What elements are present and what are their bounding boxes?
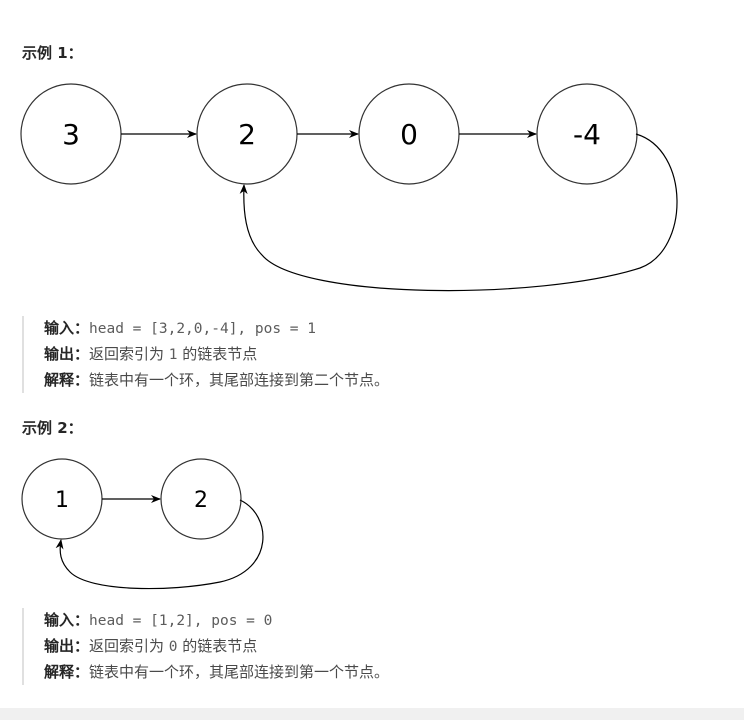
- node-value: 2: [238, 118, 256, 151]
- explain-text: 链表中有一个环，其尾部连接到第二个节点。: [89, 371, 390, 389]
- output-text-post: 的链表节点: [177, 637, 258, 655]
- output-text-pre: 返回索引为: [89, 345, 169, 363]
- node-value: 3: [62, 118, 80, 151]
- output-label: 输出：: [44, 637, 90, 655]
- list-node: 0: [358, 83, 460, 185]
- explain-label: 解释：: [44, 663, 90, 681]
- output-label: 输出：: [44, 345, 90, 363]
- output-text-pre: 返回索引为: [89, 637, 169, 655]
- input-line: 输入：head = [3,2,0,-4], pos = 1: [44, 316, 389, 342]
- node-value: 0: [400, 118, 418, 151]
- example-2-io-block: 输入：head = [1,2], pos = 0 输出：返回索引为 0 的链表节…: [22, 608, 389, 685]
- node-value: 1: [55, 488, 69, 513]
- input-line: 输入：head = [1,2], pos = 0: [44, 608, 389, 634]
- example-1-linked-list-diagram: 3 2 0 -4: [20, 83, 678, 292]
- example-1-io-block: 输入：head = [3,2,0,-4], pos = 1 输出：返回索引为 1…: [22, 316, 389, 393]
- explain-line: 解释：链表中有一个环，其尾部连接到第二个节点。: [44, 368, 389, 393]
- output-text-post: 的链表节点: [177, 345, 258, 363]
- list-node: 2: [160, 458, 242, 540]
- input-code: head = [3,2,0,-4], pos = 1: [89, 321, 316, 337]
- output-line: 输出：返回索引为 0 的链表节点: [44, 634, 389, 660]
- bottom-bar: [0, 708, 744, 720]
- example-1-title: 示例 1：: [22, 44, 83, 62]
- explain-label: 解释：: [44, 371, 90, 389]
- node-value: -4: [573, 118, 601, 151]
- input-label: 输入：: [44, 319, 90, 337]
- output-code: 1: [168, 347, 178, 363]
- output-code: 0: [168, 639, 178, 655]
- list-node: -4: [536, 83, 638, 185]
- node-value: 2: [194, 488, 208, 513]
- cycle-pointer-arrow: [55, 499, 264, 590]
- cycle-pointer-arrow: [239, 133, 678, 292]
- list-node: 3: [20, 83, 122, 185]
- input-label: 输入：: [44, 611, 90, 629]
- explain-text: 链表中有一个环，其尾部连接到第一个节点。: [89, 663, 390, 681]
- explain-line: 解释：链表中有一个环，其尾部连接到第一个节点。: [44, 660, 389, 685]
- list-node: 2: [196, 83, 298, 185]
- input-code: head = [1,2], pos = 0: [89, 613, 273, 629]
- example-2-title: 示例 2：: [22, 419, 83, 437]
- output-line: 输出：返回索引为 1 的链表节点: [44, 342, 389, 368]
- list-node: 1: [21, 458, 103, 540]
